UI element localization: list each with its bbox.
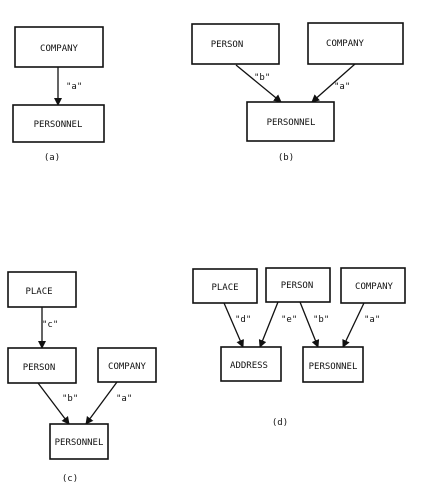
edge-label: "b" (254, 73, 270, 83)
node-label: PERSON (23, 363, 56, 373)
edge-person-personnel (37, 382, 70, 425)
edge-company-personnel (311, 63, 356, 103)
edge-label: "a" (364, 315, 380, 325)
node-label: PERSONNEL (34, 120, 83, 130)
diagram-b: "b" "a" PERSON COMPANY PERSONNEL (b) (191, 22, 404, 163)
edge-person-personnel (299, 301, 320, 348)
node-address (220, 346, 282, 382)
edge-person-personnel (235, 64, 282, 103)
edge-label: "b" (313, 315, 329, 325)
edge-company-personnel (85, 381, 118, 425)
edge-person-address (258, 301, 279, 348)
diagram-a: "a" COMPANY PERSONNEL (a) (12, 26, 105, 163)
edge-label: "a" (334, 82, 350, 92)
edge-place-address (223, 302, 244, 348)
diagram-d: "d" "e" "b" "a" PLACE PERSON COMPANY ADD… (192, 267, 406, 428)
edge-label: "a" (66, 82, 82, 92)
edge-label: "c" (42, 320, 58, 330)
caption: (b) (278, 153, 294, 163)
node-personnel (302, 346, 364, 383)
node-label: PERSONNEL (55, 438, 104, 448)
node-label: PERSONNEL (309, 362, 358, 372)
node-company (340, 267, 406, 304)
edge-label: "d" (235, 315, 251, 325)
node-label: COMPANY (40, 44, 79, 54)
edge-company-personnel (342, 302, 365, 348)
diagram-c: "c" "b" "a" PLACE PERSON COMPANY PERSONN… (7, 271, 157, 483)
node-label: PERSON (281, 281, 314, 291)
node-label: PLACE (25, 287, 52, 297)
node-personnel (12, 104, 105, 143)
node-person (265, 267, 331, 303)
node-company (97, 347, 157, 383)
node-personnel (246, 101, 335, 142)
node-person (191, 23, 280, 65)
node-label: ADDRESS (230, 361, 268, 371)
node-label: COMPANY (355, 282, 394, 292)
node-personnel (49, 423, 109, 460)
node-place (192, 268, 258, 304)
caption: (c) (62, 474, 78, 483)
node-company (14, 26, 104, 68)
edge-label: "e" (281, 315, 297, 325)
node-label: PLACE (211, 283, 238, 293)
node-place (7, 271, 77, 308)
node-company (307, 22, 404, 65)
caption: (a) (44, 153, 60, 163)
edge-label: "b" (62, 394, 78, 404)
edge-label: "a" (116, 394, 132, 404)
node-label: PERSON (211, 40, 244, 50)
caption: (d) (272, 418, 288, 428)
node-label: PERSONNEL (267, 118, 316, 128)
node-label: COMPANY (108, 362, 147, 372)
node-label: COMPANY (326, 39, 365, 49)
node-person (7, 347, 77, 384)
